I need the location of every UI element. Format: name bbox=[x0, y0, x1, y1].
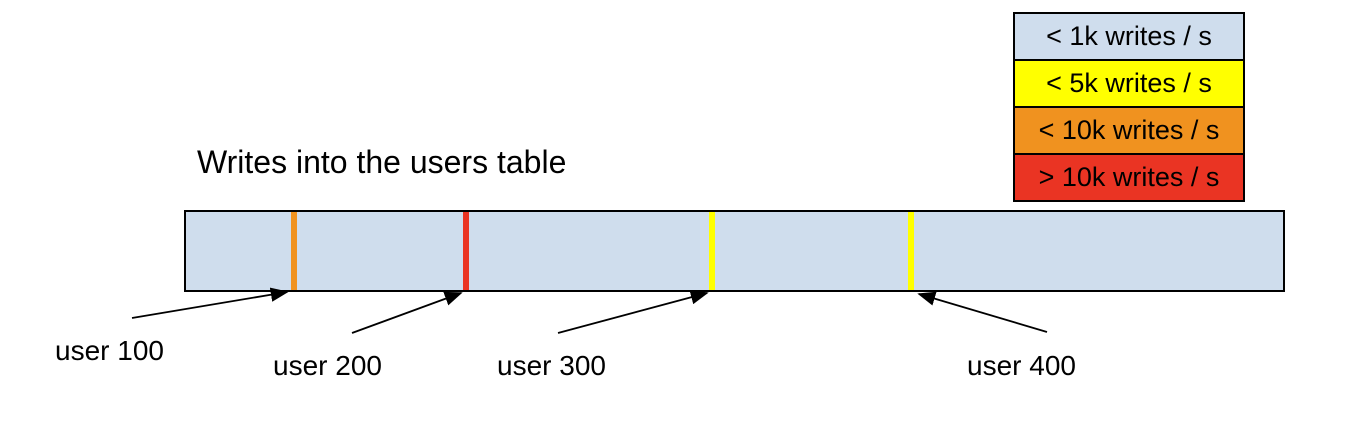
legend-item-label: < 1k writes / s bbox=[1046, 21, 1212, 51]
legend-item: < 5k writes / s bbox=[1015, 61, 1243, 108]
legend-item: < 10k writes / s bbox=[1015, 108, 1243, 155]
legend-item: > 10k writes / s bbox=[1015, 155, 1243, 200]
legend: < 1k writes / s < 5k writes / s < 10k writ… bbox=[1013, 12, 1245, 202]
legend-item-label: < 5k writes / s bbox=[1046, 68, 1212, 98]
annotation-arrow bbox=[131, 287, 289, 319]
annotation-arrow bbox=[557, 290, 709, 334]
user-label: user 200 bbox=[273, 350, 382, 381]
annotation-arrow bbox=[917, 291, 1048, 333]
user-label: user 300 bbox=[497, 350, 606, 381]
write-hotspot-stripe bbox=[463, 212, 469, 290]
legend-item-label: < 10k writes / s bbox=[1038, 115, 1220, 145]
diagram-title: Writes into the users table bbox=[197, 144, 567, 180]
legend-item: < 1k writes / s bbox=[1015, 14, 1243, 61]
write-hotspot-stripe bbox=[709, 212, 715, 290]
user-label: user 100 bbox=[55, 335, 164, 366]
write-hotspot-stripe bbox=[908, 212, 914, 290]
write-hotspot-stripe bbox=[291, 212, 297, 290]
legend-item-label: > 10k writes / s bbox=[1038, 162, 1220, 192]
user-label: user 400 bbox=[967, 350, 1076, 381]
users-table-bar bbox=[184, 210, 1285, 292]
annotation-arrow bbox=[351, 291, 463, 334]
